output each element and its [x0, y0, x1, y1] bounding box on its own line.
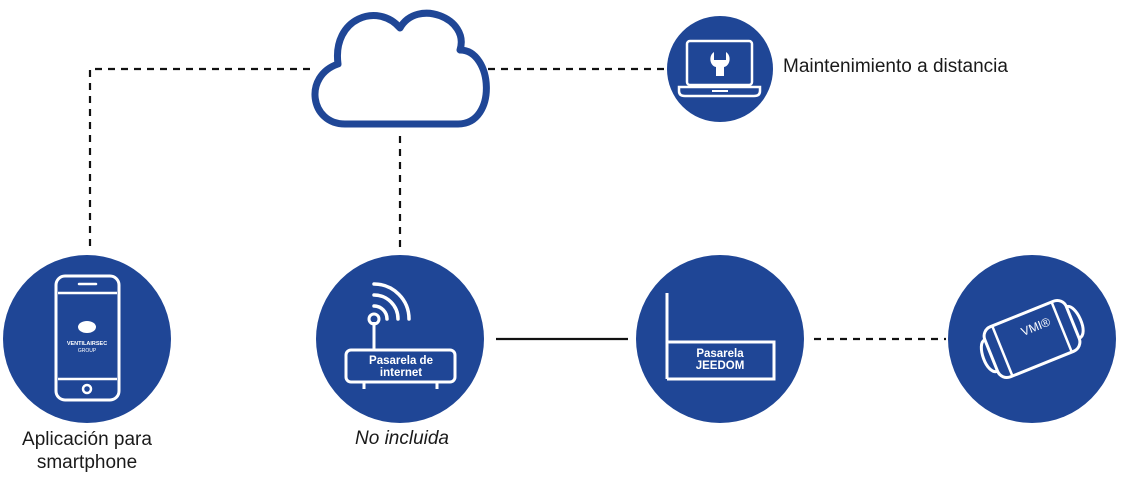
- cloud-icon: [311, 9, 490, 128]
- gateway-circle: [636, 255, 804, 423]
- remote-caption: Maintenimiento a distancia: [783, 56, 1008, 77]
- gateway-node: Pasarela JEEDOM: [636, 255, 804, 423]
- connectors: [88, 67, 946, 341]
- phone-circle: [3, 255, 171, 423]
- gateway-box-line1: Pasarela: [696, 348, 744, 360]
- brand-logo-icon: [78, 321, 96, 333]
- wifi-router-icon: Pasarela de internet: [344, 282, 457, 389]
- gateway-box-line2: JEEDOM: [696, 360, 745, 372]
- phone-caption: Aplicación para smartphone: [0, 428, 174, 474]
- router-box-line1: Pasarela de: [369, 355, 433, 367]
- vmi-circle: [948, 255, 1116, 423]
- phone-node: VENTILAIRSEC GROUP: [3, 255, 171, 423]
- remote-node: [667, 16, 773, 122]
- vmi-node: VMI®: [948, 255, 1116, 423]
- gateway-box-icon: Pasarela JEEDOM: [665, 293, 776, 381]
- smartphone-icon: VENTILAIRSEC GROUP: [54, 274, 121, 402]
- router-node: Pasarela de internet: [316, 255, 484, 423]
- connector-phone-cloud: [88, 67, 316, 246]
- laptop-wrench-icon: [677, 39, 762, 98]
- phone-caption-line2: smartphone: [36, 452, 138, 473]
- router-note: No incluida: [355, 428, 449, 449]
- phone-logo-line2: GROUP: [78, 348, 97, 354]
- router-box-line2: internet: [380, 367, 422, 379]
- router-circle: [316, 255, 484, 423]
- phone-logo-line1: VENTILAIRSEC: [67, 341, 107, 347]
- wrench-icon: [710, 52, 730, 76]
- phone-caption-line1: Aplicación para: [22, 429, 152, 450]
